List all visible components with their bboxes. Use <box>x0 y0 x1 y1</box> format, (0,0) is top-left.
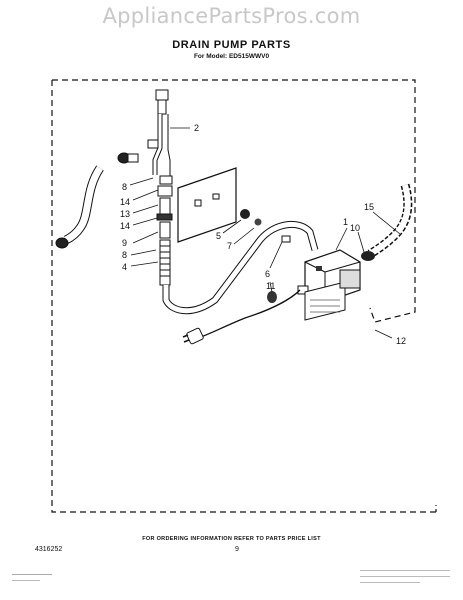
fine-print-left <box>12 574 52 584</box>
watermark: AppliancePartsPros.com <box>102 4 361 28</box>
callout-11: 11 <box>266 281 275 291</box>
callout-14-upper: 14 <box>120 197 130 207</box>
power-cord <box>197 289 301 339</box>
model-subtitle: For Model: ED515WWV0 <box>193 53 270 60</box>
hose-clamp-lower <box>55 237 69 249</box>
callout-9: 9 <box>122 238 127 248</box>
document-part-number: 4316252 <box>35 546 63 553</box>
callout-6: 6 <box>265 269 270 279</box>
callout-10: 10 <box>350 223 360 233</box>
page-number: 9 <box>235 546 239 553</box>
assembly-boundary <box>52 79 416 323</box>
callout-8-upper: 8 <box>122 182 127 192</box>
leader-lines <box>129 127 401 339</box>
pump-foot <box>267 291 277 303</box>
grommet-screw <box>240 209 262 226</box>
callout-13: 13 <box>120 209 130 219</box>
callout-14-lower: 14 <box>120 221 130 231</box>
ordering-note: FOR ORDERING INFORMATION REFER TO PARTS … <box>142 536 321 542</box>
callout-15: 15 <box>364 202 374 212</box>
callout-5: 5 <box>216 231 221 241</box>
fine-print-right <box>360 570 450 586</box>
power-plug <box>182 327 204 345</box>
callout-12: 12 <box>396 336 406 346</box>
inlet-hose <box>361 183 413 261</box>
mounting-bracket <box>177 167 237 243</box>
pump-hose-fitting <box>281 235 291 243</box>
callout-2: 2 <box>194 123 199 133</box>
callout-7: 7 <box>227 241 232 251</box>
page-title: DRAIN PUMP PARTS <box>172 39 291 51</box>
connector-stack <box>156 175 173 286</box>
drain-pump-motor <box>297 249 361 321</box>
callout-4: 4 <box>122 262 127 272</box>
callout-1: 1 <box>343 217 348 227</box>
assembly-boundary-left <box>51 80 436 513</box>
hose-clamp-upper <box>117 152 139 164</box>
callout-8-lower: 8 <box>122 250 127 260</box>
vertical-drain-hose <box>147 89 171 178</box>
